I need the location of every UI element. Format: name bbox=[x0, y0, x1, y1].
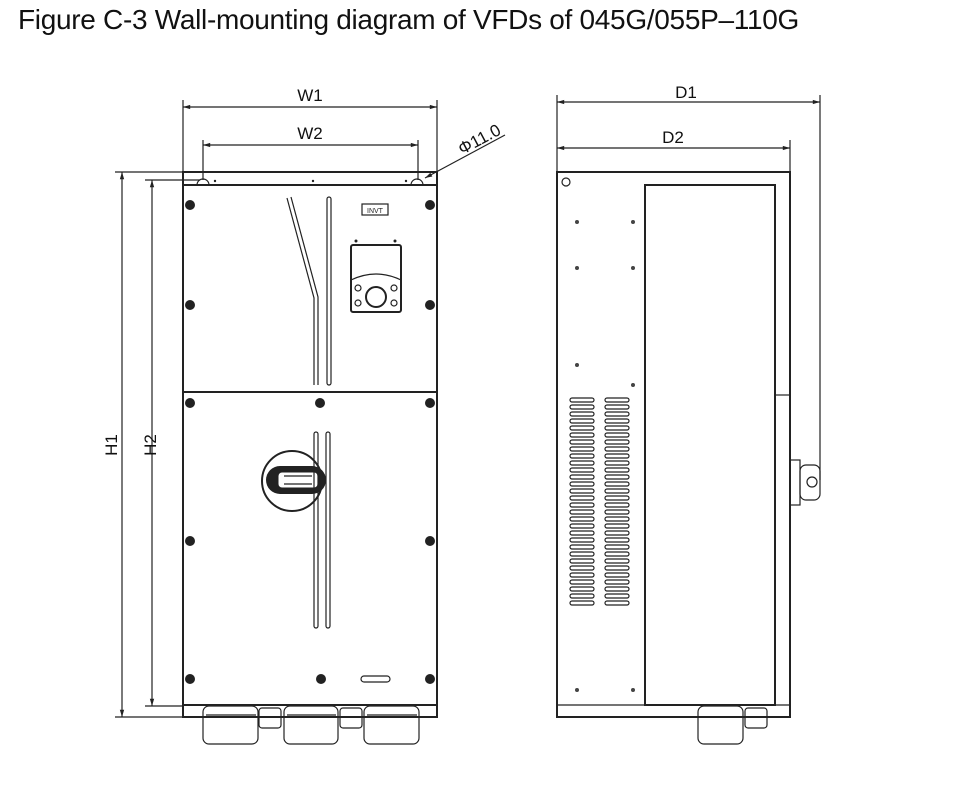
d2-label: D2 bbox=[662, 128, 684, 147]
vent-slot bbox=[569, 474, 595, 480]
vent-slot bbox=[569, 523, 595, 529]
vfd-side-body bbox=[556, 171, 821, 745]
vent-slot bbox=[325, 431, 331, 629]
vfd-front-body: INVT bbox=[182, 171, 438, 745]
vent-slot bbox=[569, 432, 595, 438]
vent-slot bbox=[569, 593, 595, 599]
vent-slot bbox=[604, 593, 630, 599]
vent-slot bbox=[569, 425, 595, 431]
vent-slot bbox=[569, 495, 595, 501]
vent-slot bbox=[604, 572, 630, 578]
vent-slot bbox=[569, 551, 595, 557]
vent-slot bbox=[604, 509, 630, 515]
w1-label: W1 bbox=[297, 86, 323, 105]
side-vent-slots bbox=[569, 397, 630, 606]
vent-slot bbox=[569, 439, 595, 445]
vent-slot bbox=[569, 453, 595, 459]
vent-slot bbox=[569, 572, 595, 578]
vent-slot bbox=[569, 404, 595, 410]
vent-slot bbox=[326, 196, 332, 386]
vent-slot bbox=[569, 579, 595, 585]
vent-slot bbox=[604, 516, 630, 522]
d1-label: D1 bbox=[675, 83, 697, 102]
handle-knob bbox=[789, 459, 821, 506]
vent-slot bbox=[604, 432, 630, 438]
vent-slot bbox=[604, 446, 630, 452]
dimension-h1: H1 bbox=[102, 171, 183, 718]
vent-slot bbox=[604, 425, 630, 431]
keypad[interactable] bbox=[350, 239, 402, 313]
vent-slot bbox=[569, 446, 595, 452]
vent-slot bbox=[286, 196, 319, 385]
vent-slot bbox=[604, 488, 630, 494]
w2-label: W2 bbox=[297, 124, 323, 143]
vent-slot bbox=[604, 502, 630, 508]
svg-text:INVT: INVT bbox=[367, 208, 384, 215]
vent-slot bbox=[604, 586, 630, 592]
vent-slot bbox=[569, 467, 595, 473]
vent-slot bbox=[604, 397, 630, 403]
vent-slot bbox=[569, 558, 595, 564]
vent-slot bbox=[604, 579, 630, 585]
dimension-d2: D2 bbox=[557, 128, 791, 185]
dimension-w1: W1 bbox=[182, 86, 438, 180]
vent-slot bbox=[604, 495, 630, 501]
vent-slot bbox=[604, 537, 630, 543]
vent-slot bbox=[604, 439, 630, 445]
dimension-w2: W2 bbox=[202, 124, 419, 180]
vent-slot bbox=[569, 586, 595, 592]
cable-glands bbox=[202, 705, 420, 745]
h1-label: H1 bbox=[102, 434, 121, 456]
mounting-hole-right bbox=[410, 178, 424, 186]
vent-slot bbox=[569, 460, 595, 466]
nameplate-slot bbox=[360, 675, 391, 683]
hole-diameter-label: Φ11.0 bbox=[455, 120, 504, 158]
vent-slot bbox=[569, 544, 595, 550]
vent-slot bbox=[569, 411, 595, 417]
side-view: D1 D2 bbox=[556, 83, 821, 745]
vent-slot bbox=[604, 404, 630, 410]
h2-label: H2 bbox=[141, 434, 160, 456]
vent-slot bbox=[604, 558, 630, 564]
vent-slot bbox=[604, 551, 630, 557]
vent-slot bbox=[569, 600, 595, 606]
vent-slot bbox=[569, 502, 595, 508]
vent-slot bbox=[569, 537, 595, 543]
figure-title: Figure C-3 Wall-mounting diagram of VFDs… bbox=[18, 4, 799, 35]
vent-slot bbox=[569, 516, 595, 522]
mounting-hole-left bbox=[196, 178, 210, 186]
brand-logo: INVT bbox=[361, 203, 389, 216]
vent-slot bbox=[604, 418, 630, 424]
vent-slot bbox=[604, 565, 630, 571]
vent-slot bbox=[604, 467, 630, 473]
dimension-h2: H2 bbox=[141, 179, 200, 707]
disconnect-handle[interactable] bbox=[261, 450, 326, 512]
vent-slot bbox=[604, 411, 630, 417]
vent-slot bbox=[569, 488, 595, 494]
vent-slot bbox=[569, 397, 595, 403]
vent-slot bbox=[604, 453, 630, 459]
vent-slot bbox=[604, 481, 630, 487]
vent-slot bbox=[604, 544, 630, 550]
vent-slot bbox=[604, 474, 630, 480]
cable-gland bbox=[697, 705, 744, 745]
vent-slot bbox=[569, 565, 595, 571]
vent-slot bbox=[604, 460, 630, 466]
vent-slot bbox=[569, 509, 595, 515]
vent-slot bbox=[569, 418, 595, 424]
vent-slot bbox=[569, 481, 595, 487]
vent-slot bbox=[604, 600, 630, 606]
screws bbox=[185, 200, 435, 684]
dimension-d1: D1 bbox=[556, 83, 821, 480]
vent-slot bbox=[313, 431, 319, 629]
front-view: W1 W2 Φ11.0 H1 H2 bbox=[102, 86, 506, 745]
vent-slot bbox=[569, 530, 595, 536]
vent-slot bbox=[604, 530, 630, 536]
vent-slot bbox=[604, 523, 630, 529]
